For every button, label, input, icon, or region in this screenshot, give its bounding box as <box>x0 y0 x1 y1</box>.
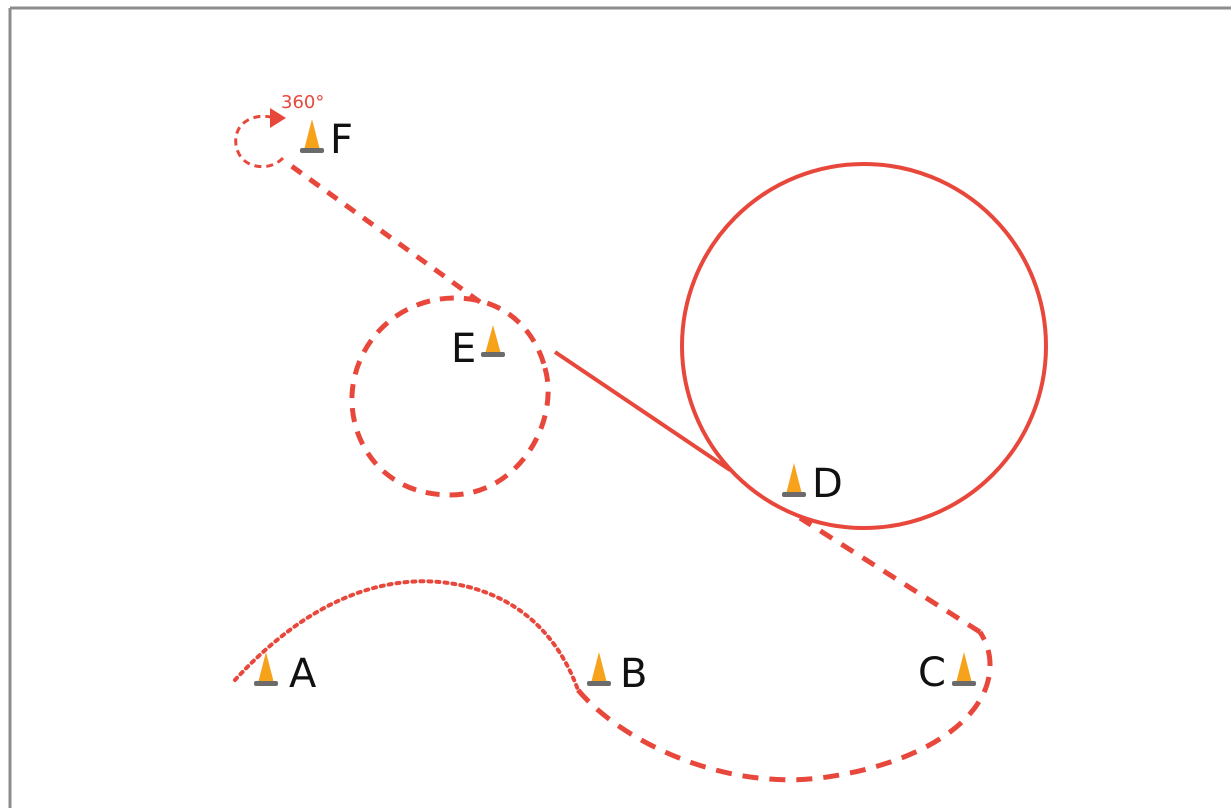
path-a-to-b <box>233 579 580 692</box>
cone-b: B <box>587 651 647 697</box>
cone-d: D <box>782 461 843 507</box>
path-b-to-c <box>576 630 993 783</box>
traffic-cone-icon <box>254 652 278 686</box>
cone-label-d: D <box>812 461 843 507</box>
traffic-cone-icon <box>300 119 324 153</box>
path-e-to-f <box>288 162 482 305</box>
path-c-to-d <box>798 515 982 635</box>
traffic-cone-icon <box>481 325 505 357</box>
path-d-to-e <box>553 350 732 472</box>
rotation-arrow-icon <box>234 108 286 169</box>
cone-label-a: A <box>289 651 317 697</box>
cone-a: A <box>254 651 317 697</box>
rotation-label: 360° <box>281 92 324 113</box>
traffic-cone-icon <box>782 463 806 497</box>
circle-around-d <box>680 162 1048 530</box>
cone-e: E <box>451 325 505 372</box>
cone-f: F <box>300 117 353 163</box>
cone-label-e: E <box>451 326 476 372</box>
cone-label-c: C <box>918 650 946 696</box>
cone-label-f: F <box>330 117 353 163</box>
cone-c: C <box>918 650 976 696</box>
traffic-cone-icon <box>587 652 611 686</box>
traffic-cone-icon <box>952 652 976 686</box>
cone-label-b: B <box>620 651 647 697</box>
